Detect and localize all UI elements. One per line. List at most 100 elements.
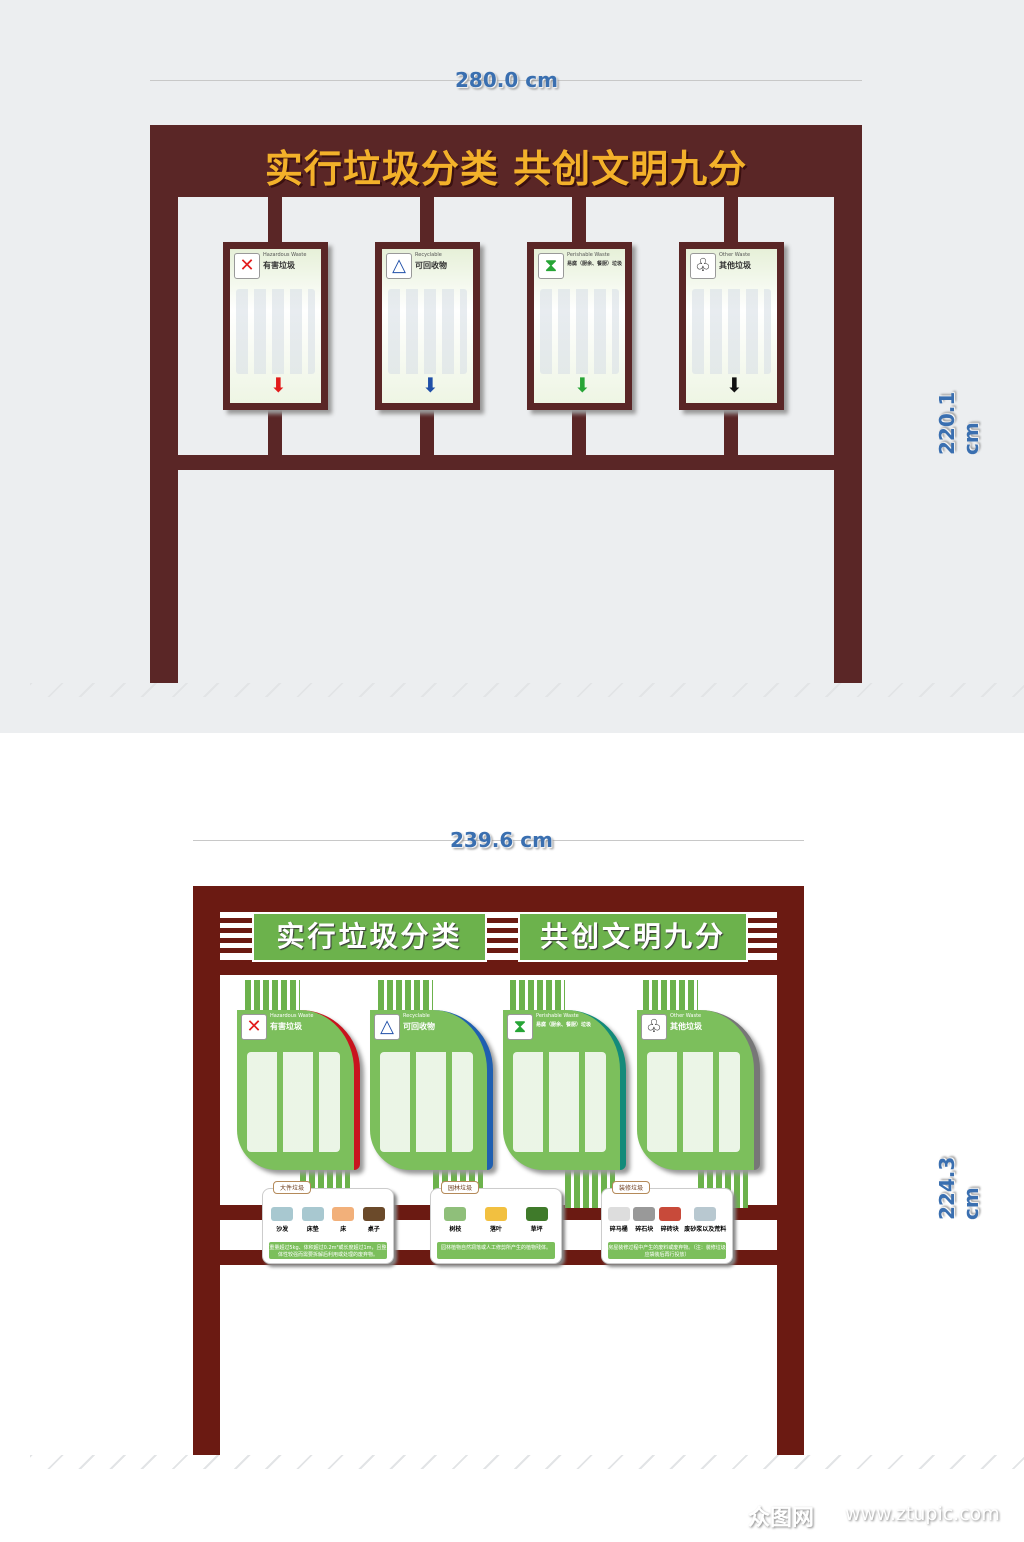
item-illustrations	[540, 289, 619, 374]
item-label: 床垫	[306, 1226, 319, 1233]
right-post	[777, 886, 804, 1455]
item-illustrations	[380, 1052, 473, 1152]
panel-cn-label: 易腐（厨余、餐厨）垃圾	[567, 261, 623, 267]
item-illustrations	[692, 289, 771, 374]
hanger-stripes	[643, 980, 698, 1010]
item-bricks: 碎砖块	[658, 1207, 681, 1233]
top-design-view: 280.0 cm 220.1 cm 实行垃圾分类 共创文明九分 ✕ Hazard…	[0, 0, 1024, 733]
bulky-waste-card: 大件垃圾 沙发 床垫 床 桌子 重量超过5kg、体积超过0.2m³或长度超过1m…	[262, 1181, 394, 1264]
item-label: 碎马桶	[609, 1226, 628, 1233]
hourglass-icon: ⧗	[507, 1014, 533, 1040]
board-en-label: Other Waste	[670, 1013, 702, 1019]
left-post	[193, 886, 220, 1455]
board-en-label: Perishable Waste	[536, 1013, 579, 1019]
height-label: 224.3 cm	[935, 1156, 983, 1220]
board-cn-label: 有害垃圾	[270, 1022, 302, 1031]
item-illustrations	[236, 289, 315, 374]
recycle-triangle-icon: △	[386, 253, 412, 279]
hazardous-waste-panel: ✕ Hazardous Waste 有害垃圾 ⬇	[223, 242, 328, 410]
arrow-down-icon: ⬇	[422, 373, 439, 397]
hanger-stripes	[245, 980, 300, 1010]
item-label: 废砂浆以及荒料	[684, 1226, 727, 1233]
item-toilet: 碎马桶	[607, 1207, 630, 1233]
hazard-x-icon: ✕	[241, 1014, 267, 1040]
height-label: 220.1 cm	[935, 391, 983, 455]
top-beam	[193, 886, 804, 912]
panel-cn-label: 有害垃圾	[263, 261, 295, 270]
slogan-right: 共创文明九分	[518, 912, 748, 962]
ground-hatch	[30, 683, 1024, 697]
item-table: 桌子	[362, 1207, 385, 1233]
other-waste-panel: ♧ Other Waste 其他垃圾 ⬇	[679, 242, 784, 410]
panel-en-label: Hazardous Waste	[263, 252, 307, 258]
other-waste-board: ♧ Other Waste 其他垃圾	[637, 1010, 760, 1170]
item-illustrations	[647, 1052, 740, 1152]
width-dimension-line	[150, 80, 862, 81]
board-cn-label: 其他垃圾	[670, 1022, 702, 1031]
card-tag: 园林垃圾	[441, 1181, 480, 1194]
slogan-title: 实行垃圾分类 共创文明九分	[264, 147, 748, 191]
recycle-triangle-icon: △	[374, 1014, 400, 1040]
watermark-url: www.ztupic.com	[845, 1503, 1000, 1525]
item-bed: 床	[332, 1207, 355, 1233]
item-label: 沙发	[276, 1226, 289, 1233]
left-post	[150, 125, 178, 683]
card-tag: 装修垃圾	[612, 1181, 651, 1194]
width-dimension-line	[193, 840, 804, 841]
item-label: 床	[340, 1226, 347, 1233]
board-cn-label: 易腐（厨余、餐厨）垃圾	[536, 1022, 592, 1028]
watermark-logo: 众图网	[748, 1506, 815, 1531]
panel-cn-label: 可回收物	[415, 261, 447, 270]
item-mortar: 废砂浆以及荒料	[684, 1207, 726, 1233]
item-illustrations	[247, 1052, 340, 1152]
garden-waste-card: 园林垃圾 树枝 落叶 草坪 园林植物自然凋落或人工修剪所产生的植物残体。	[430, 1181, 562, 1264]
slogan-left: 实行垃圾分类	[252, 912, 487, 962]
arrow-down-icon: ⬇	[270, 373, 287, 397]
renovation-waste-card: 装修垃圾 碎马桶 碎石块 碎砖块 废砂浆以及荒料 房屋装修过程中产生的废料或废弃…	[601, 1181, 733, 1264]
item-label: 桌子	[367, 1226, 380, 1233]
board-en-label: Recyclable	[403, 1013, 430, 1019]
hazardous-waste-board: ✕ Hazardous Waste 有害垃圾	[237, 1010, 360, 1170]
width-label: 280.0 cm	[455, 68, 558, 92]
board-cn-label: 可回收物	[403, 1022, 435, 1031]
other-waste-icon: ♧	[690, 253, 716, 279]
width-label: 239.6 cm	[450, 828, 553, 852]
hazard-x-icon: ✕	[234, 253, 260, 279]
other-waste-icon: ♧	[641, 1014, 667, 1040]
hourglass-icon: ⧗	[538, 253, 564, 279]
item-gravel: 碎石块	[633, 1207, 656, 1233]
perishable-waste-panel: ⧗ Perishable Waste 易腐（厨余、餐厨）垃圾 ⬇	[527, 242, 632, 410]
right-post	[834, 125, 862, 683]
card-note: 房屋装修过程中产生的废料或废弃物。（注：装修垃圾应袋装后再行投放）	[608, 1242, 726, 1259]
hanger-stripes	[378, 980, 433, 1010]
ground-hatch	[30, 1455, 1024, 1469]
item-branches: 树枝	[444, 1207, 467, 1233]
panel-en-label: Other Waste	[719, 252, 751, 258]
panel-en-label: Perishable Waste	[567, 252, 610, 258]
item-leaves: 落叶	[484, 1207, 507, 1233]
title-beam	[150, 125, 862, 197]
item-illustrations	[513, 1052, 606, 1152]
board-en-label: Hazardous Waste	[270, 1013, 314, 1019]
card-note: 重量超过5kg、体积超过0.2m³或长度超过1m，且整体性较强而需要拆解后利用或…	[269, 1242, 387, 1259]
arrow-down-icon: ⬇	[726, 373, 743, 397]
item-illustrations	[388, 289, 467, 374]
panel-en-label: Recyclable	[415, 252, 442, 258]
item-mattress: 床垫	[301, 1207, 324, 1233]
item-sofa: 沙发	[271, 1207, 294, 1233]
recyclable-board: △ Recyclable 可回收物	[370, 1010, 493, 1170]
arrow-down-icon: ⬇	[574, 373, 591, 397]
panel-cn-label: 其他垃圾	[719, 261, 751, 270]
item-label: 碎砖块	[660, 1226, 679, 1233]
header-beam	[193, 960, 804, 975]
recyclable-panel: △ Recyclable 可回收物 ⬇	[375, 242, 480, 410]
item-label: 草坪	[530, 1226, 543, 1233]
card-note: 园林植物自然凋落或人工修剪所产生的植物残体。	[437, 1242, 555, 1259]
item-label: 碎石块	[635, 1226, 654, 1233]
hanger-stripes	[510, 980, 565, 1010]
item-label: 落叶	[489, 1226, 502, 1233]
cross-beam	[150, 455, 862, 470]
item-lawn: 草坪	[525, 1207, 548, 1233]
item-label: 树枝	[449, 1226, 462, 1233]
card-tag: 大件垃圾	[273, 1181, 312, 1194]
